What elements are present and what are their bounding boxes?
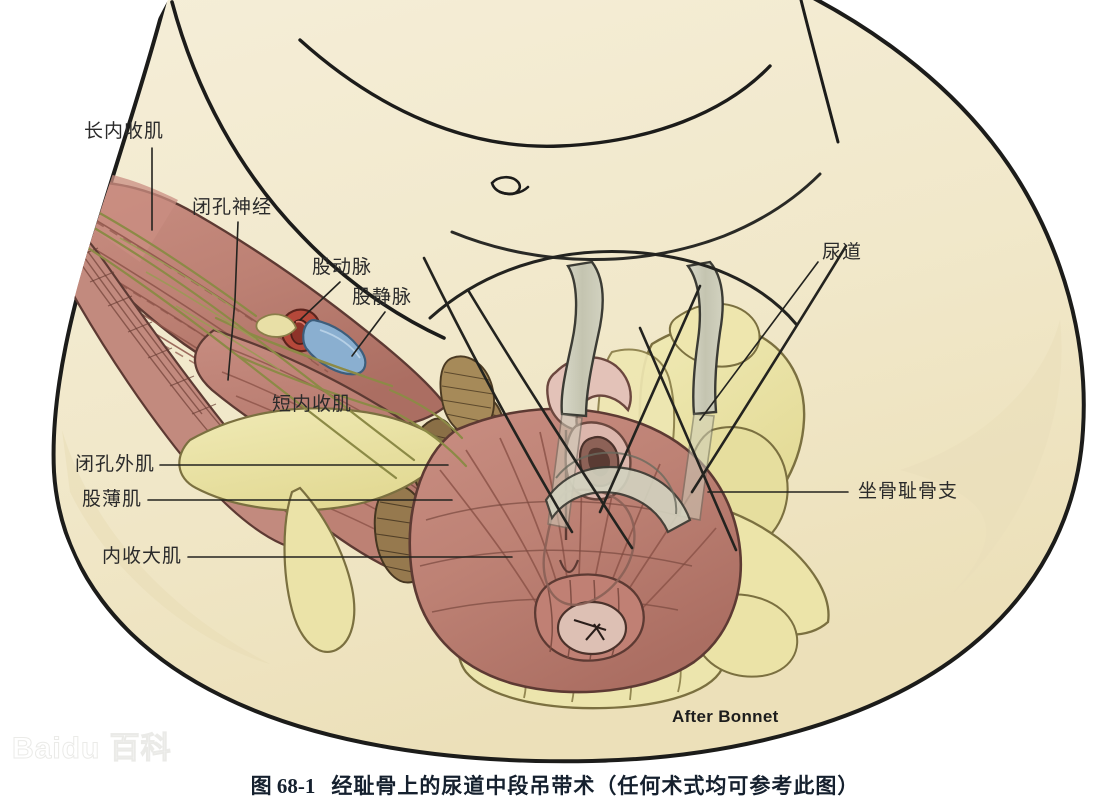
upper-left-page-margin xyxy=(0,0,168,300)
label-femoral-artery: 股动脉 xyxy=(312,257,373,278)
right-hip-shading xyxy=(900,320,1062,594)
leader-urethra xyxy=(699,261,819,421)
anal-folds xyxy=(573,618,607,641)
sling-arm-right xyxy=(685,260,724,416)
sling-hammock xyxy=(544,466,692,534)
abdomen-fold-lower xyxy=(450,172,822,262)
leader-femoral-artery xyxy=(299,281,341,321)
retropubic-arch-guide xyxy=(428,250,798,326)
left-pubic-ramus xyxy=(178,407,454,512)
figure-number: 图 68-1 xyxy=(250,774,316,798)
needle-trajectory-lines xyxy=(422,244,848,552)
label-adductor-magnus: 内收大肌 xyxy=(101,546,182,567)
figure-caption: 图 68-1 经耻骨上的尿道中段吊带术（任何术式均可参考此图） xyxy=(0,770,1110,800)
figure-title: 经耻骨上的尿道中段吊带术（任何术式均可参考此图） xyxy=(331,774,860,798)
dissection-field xyxy=(51,167,848,710)
left-inferior-ramus xyxy=(283,486,356,653)
abdomen-fold-upper xyxy=(298,38,772,148)
label-adductor-brevis: 短内收肌 xyxy=(272,394,353,415)
label-gracilis: 股薄肌 xyxy=(81,489,142,510)
label-obturator-nerve: 闭孔神经 xyxy=(192,197,273,218)
umbilicus xyxy=(490,175,530,196)
label-obturator-externus: 闭孔外肌 xyxy=(74,454,155,475)
sling-arm-right-deep xyxy=(679,413,715,521)
leader-obturator-nerve xyxy=(227,221,239,381)
vaginal-wall xyxy=(542,488,636,606)
label-femoral-vein: 股静脉 xyxy=(352,287,413,308)
label-ischiopubic-ramus: 坐骨耻骨支 xyxy=(858,481,959,502)
obturator-nerve-twigs xyxy=(119,237,281,371)
leader-femoral-vein xyxy=(351,311,386,357)
femoral-fat-pad xyxy=(255,313,298,338)
anal-sphincter xyxy=(534,573,645,662)
lower-left-page-margin xyxy=(0,430,300,804)
anus xyxy=(556,600,628,656)
right-groin-crease xyxy=(799,0,840,144)
figure-credit: After Bonnet xyxy=(672,707,779,726)
label-adductor-longus: 长内收肌 xyxy=(84,121,165,142)
perineal-body-notch xyxy=(558,559,580,574)
label-leader-lines xyxy=(147,147,849,558)
left-groin-crease xyxy=(170,0,446,340)
sling-arm-left xyxy=(560,260,604,418)
label-urethra: 尿道 xyxy=(822,242,863,263)
